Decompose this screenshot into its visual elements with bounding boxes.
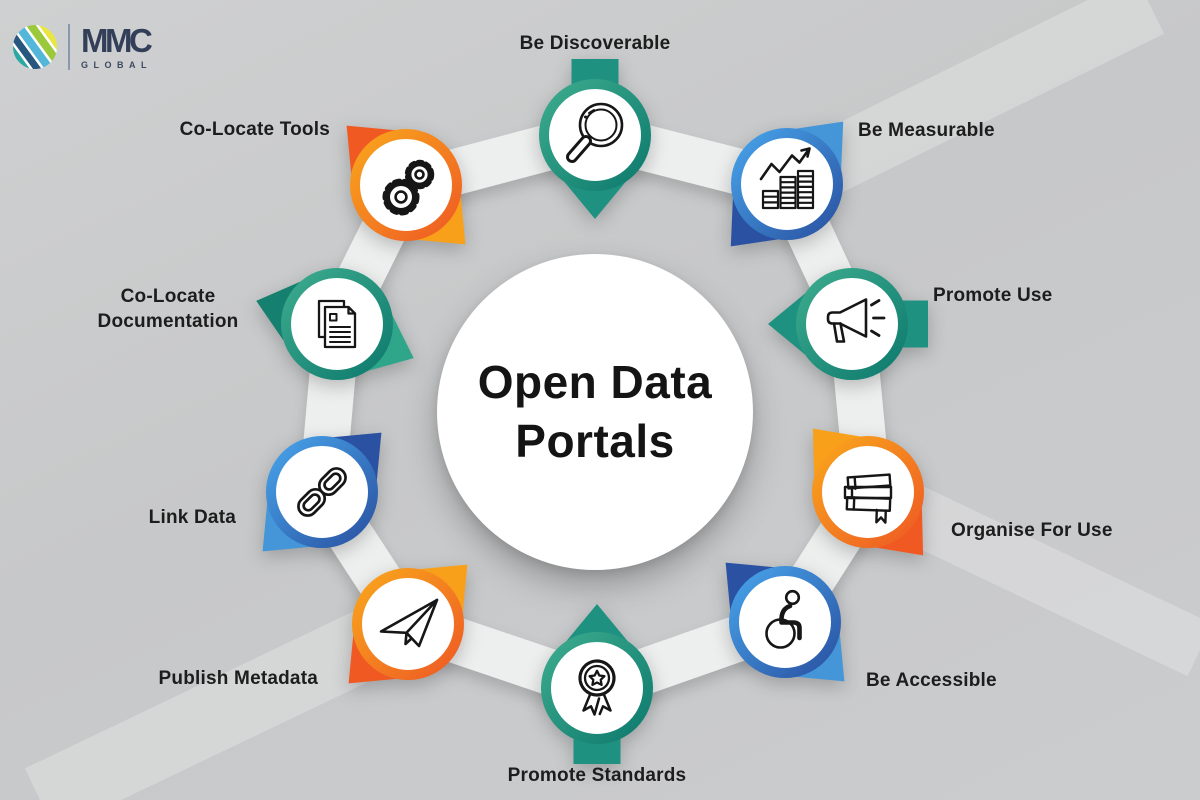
center-title-line1: Open Data [477, 356, 713, 409]
node-ring [812, 436, 924, 548]
center-title: Open Data Portals [478, 353, 713, 471]
node-organise-for-use [768, 392, 968, 592]
node-label-co-locate-documentation: Co-Locate Documentation [97, 286, 239, 332]
node-co-locate-tools [306, 85, 506, 285]
logo-globe-icon [12, 24, 58, 70]
node-publish-metadata [308, 524, 508, 724]
node-label-promote-use: Promote Use [933, 285, 1053, 306]
logo-tagline: GLOBAL [81, 59, 152, 70]
megaphone-icon [826, 298, 886, 343]
node-label-be-discoverable: Be Discoverable [519, 33, 671, 54]
node-label-be-measurable: Be Measurable [858, 120, 995, 141]
node-promote-standards [497, 588, 697, 788]
wheelchair-icon [765, 589, 802, 649]
node-label-co-locate-tools: Co-Locate Tools [179, 119, 330, 140]
logo-brand: MMC [81, 21, 153, 59]
node-be-discoverable [495, 35, 695, 235]
bar-chart-icon [759, 147, 815, 210]
logo-text: MMC GLOBAL [81, 21, 153, 70]
center-title-line2: Portals [515, 415, 675, 467]
magnifier-icon [566, 102, 624, 163]
documents-icon [317, 299, 357, 349]
logo-divider [68, 24, 70, 70]
node-label-link-data: Link Data [148, 507, 236, 528]
node-promote-use [752, 224, 952, 424]
paper-plane-icon [379, 598, 439, 648]
node-label-promote-standards: Promote Standards [507, 765, 687, 786]
node-ring [352, 568, 464, 680]
node-ring [731, 128, 843, 240]
books-icon [843, 473, 893, 524]
node-label-publish-metadata: Publish Metadata [158, 668, 318, 689]
node-be-measurable [687, 84, 887, 284]
node-ring [539, 79, 651, 191]
award-icon [578, 659, 616, 716]
node-be-accessible [685, 522, 885, 722]
node-co-locate-documentation [237, 224, 437, 424]
mmc-global-logo: MMC GLOBAL [12, 21, 153, 70]
node-label-organise-for-use: Organise For Use [951, 520, 1113, 541]
node-ring [796, 268, 908, 380]
center-circle: Open Data Portals [437, 254, 753, 570]
node-label-be-accessible: Be Accessible [866, 670, 997, 691]
background-rays [24, 0, 1200, 800]
node-ring [541, 632, 653, 744]
chain-link-icon [297, 467, 347, 517]
node-link-data [222, 392, 422, 592]
gears-icon [382, 159, 435, 216]
